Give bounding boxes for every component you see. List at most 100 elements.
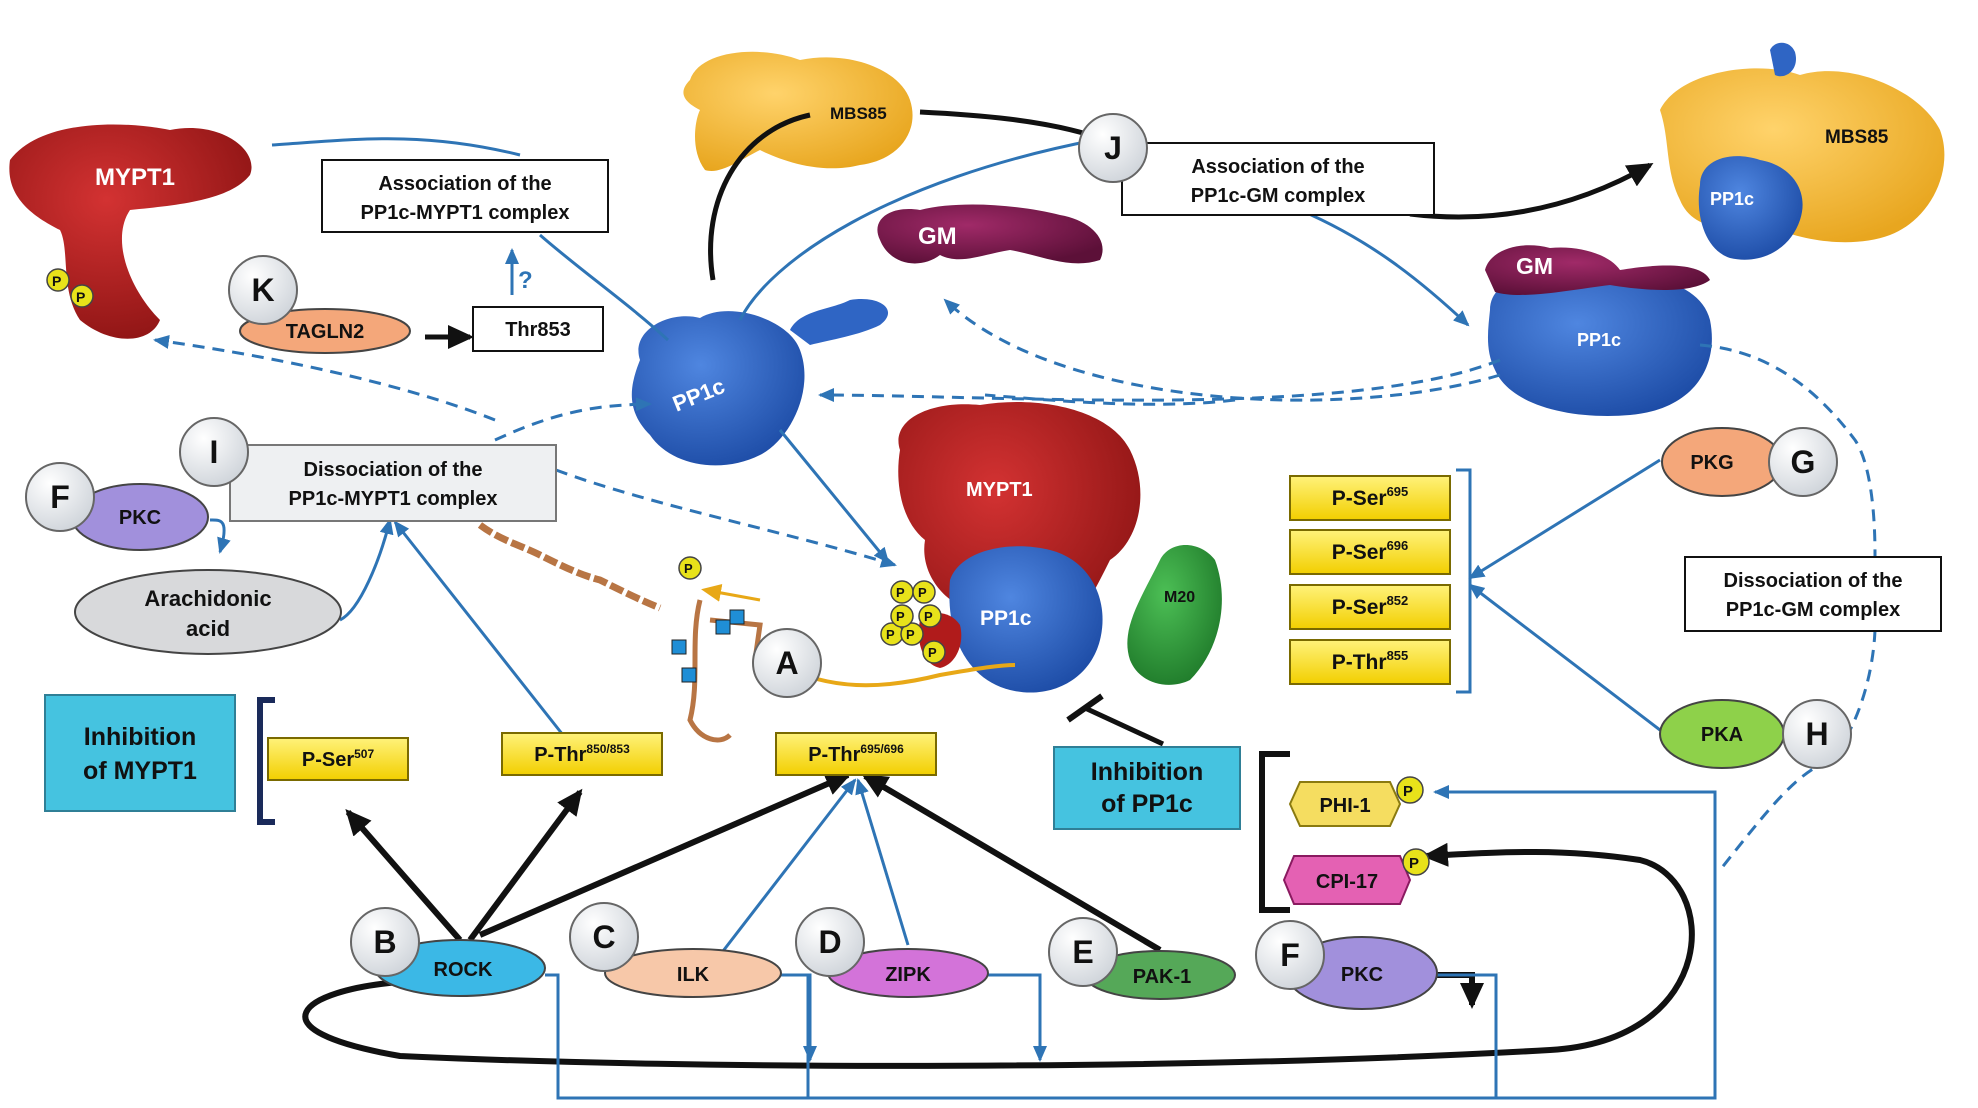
svg-text:P-Ser852: P-Ser852 — [1332, 593, 1409, 619]
box-line: of PP1c — [1101, 790, 1193, 818]
phospho-marker — [912, 580, 936, 604]
site-base: P-Thr — [808, 744, 860, 766]
helix-marker — [681, 667, 697, 683]
site-sup: 696 — [1387, 538, 1409, 553]
site-sup: 507 — [354, 747, 374, 761]
phospho-marker — [1402, 848, 1430, 876]
box-line: Association of the — [1191, 156, 1364, 178]
site-ser696: P-Ser696 — [1289, 529, 1451, 575]
svg-text:F: F — [50, 479, 70, 515]
site-base: P-Ser — [1332, 487, 1387, 510]
site-ser695: P-Ser695 — [1289, 475, 1451, 521]
inhibition-pp1c-box: Inhibition of PP1c — [1053, 746, 1290, 913]
letter-h-marker: H — [1782, 699, 1852, 769]
mbs85-pp1c-complex-right: MBS85 PP1c — [1660, 42, 1945, 260]
gm-label: GM — [918, 223, 957, 250]
arachidonic-acid-oval: Arachidonic acid — [74, 569, 342, 655]
connectors — [153, 109, 1877, 1100]
letter-k-marker: K — [228, 255, 298, 325]
box-line: Dissociation of the — [304, 459, 483, 481]
thr853-label: Thr853 — [505, 319, 571, 341]
pkg-label: PKG — [1690, 452, 1733, 474]
box-line: PP1c-MYPT1 complex — [361, 202, 570, 224]
site-base: P-Ser — [302, 749, 354, 771]
phi1-inhibitor: PHI-1 P — [1288, 776, 1424, 827]
cpi17-label: CPI-17 — [1316, 871, 1378, 893]
site-base: P-Thr — [534, 744, 586, 766]
svg-text:A: A — [775, 645, 798, 681]
bracket — [257, 697, 275, 825]
letter-c-marker: C — [569, 902, 639, 972]
site-bracket — [1456, 468, 1472, 694]
phospho-marker — [1396, 776, 1424, 804]
dissociation-pp1c-gm-box: Dissociation of the PP1c-GM complex — [1684, 556, 1942, 632]
site-thr695-696: P-Thr695/696 — [775, 732, 937, 776]
phospho-marker — [46, 268, 70, 292]
question-mark: ? — [518, 267, 533, 294]
pp1c-label: PP1c — [1577, 330, 1621, 350]
phospho-label: P — [928, 645, 937, 660]
box-line: PP1c-MYPT1 complex — [289, 488, 498, 510]
svg-text:H: H — [1805, 716, 1828, 752]
thr853-box: Thr853 — [472, 306, 604, 352]
phospho-label: P — [76, 289, 85, 305]
letter-f-marker: F — [25, 462, 95, 532]
gm-label: GM — [1516, 253, 1553, 279]
box-line: Association of the — [378, 173, 551, 195]
letter-j-marker: J — [1078, 113, 1148, 183]
letter-a-marker: A — [752, 628, 822, 698]
pkc-oval-left: PKC — [71, 483, 209, 551]
box-line: PP1c-GM complex — [1191, 185, 1366, 207]
site-sup: 852 — [1387, 593, 1409, 608]
pp1c-label: PP1c — [1710, 189, 1754, 209]
svg-text:D: D — [818, 924, 841, 960]
mbs85-structure-top: MBS85 — [683, 51, 913, 171]
phospho-marker — [918, 604, 942, 628]
pp1c-structure-center: PP1c — [631, 299, 889, 466]
pkg-oval: PKG — [1661, 427, 1783, 497]
svg-text:J: J — [1104, 130, 1122, 166]
pkc-label: PKC — [119, 507, 161, 529]
ilk-oval: ILK — [604, 948, 782, 998]
gm-pp1c-complex-right: GM PP1c — [1485, 245, 1712, 416]
site-sup: 695/696 — [860, 742, 904, 756]
svg-text:I: I — [210, 434, 219, 470]
phospho-label: P — [924, 609, 933, 624]
letter-g-marker: G — [1768, 427, 1838, 497]
phospho-label: P — [684, 561, 693, 576]
bracket — [1259, 751, 1290, 913]
helix-marker — [671, 639, 687, 655]
site-ser852: P-Ser852 — [1289, 584, 1451, 630]
phospho-marker — [900, 622, 924, 646]
pak1-oval: PAK-1 — [1084, 950, 1236, 1000]
phospho-label: P — [1409, 855, 1419, 872]
box-line: Dissociation of the — [1724, 570, 1903, 592]
svg-text:P-Ser696: P-Ser696 — [1332, 538, 1409, 564]
pp1c-label: PP1c — [980, 607, 1032, 630]
svg-text:P-Ser695: P-Ser695 — [1332, 484, 1409, 510]
mbs85-label: MBS85 — [1825, 127, 1889, 148]
letter-f2-marker: F — [1255, 920, 1325, 990]
pak1-label: PAK-1 — [1133, 966, 1192, 988]
phospho-marker — [890, 604, 914, 628]
phospho-label: P — [896, 585, 905, 600]
site-sup: 695 — [1387, 484, 1409, 499]
phospho-cluster: P P P P P P P — [880, 580, 946, 664]
svg-text:P-Thr850/853: P-Thr850/853 — [534, 742, 630, 766]
phospho-label: P — [896, 609, 905, 624]
svg-text:B: B — [373, 924, 396, 960]
mypt1-label: MYPT1 — [966, 479, 1033, 501]
rock-label: ROCK — [434, 959, 493, 981]
svg-text:E: E — [1072, 934, 1093, 970]
site-base: P-Thr — [1332, 651, 1387, 674]
phospho-label: P — [1403, 783, 1413, 800]
box-line: Inhibition — [1091, 758, 1203, 786]
box-line: of MYPT1 — [83, 757, 197, 785]
helix-marker — [729, 609, 745, 625]
site-sup: 850/853 — [586, 742, 630, 756]
svg-text:F: F — [1280, 937, 1300, 973]
pkc-label: PKC — [1341, 964, 1383, 986]
letter-e-marker: E — [1048, 917, 1118, 987]
cpi17-inhibitor: CPI-17 P — [1282, 848, 1430, 905]
svg-text:K: K — [251, 272, 274, 308]
